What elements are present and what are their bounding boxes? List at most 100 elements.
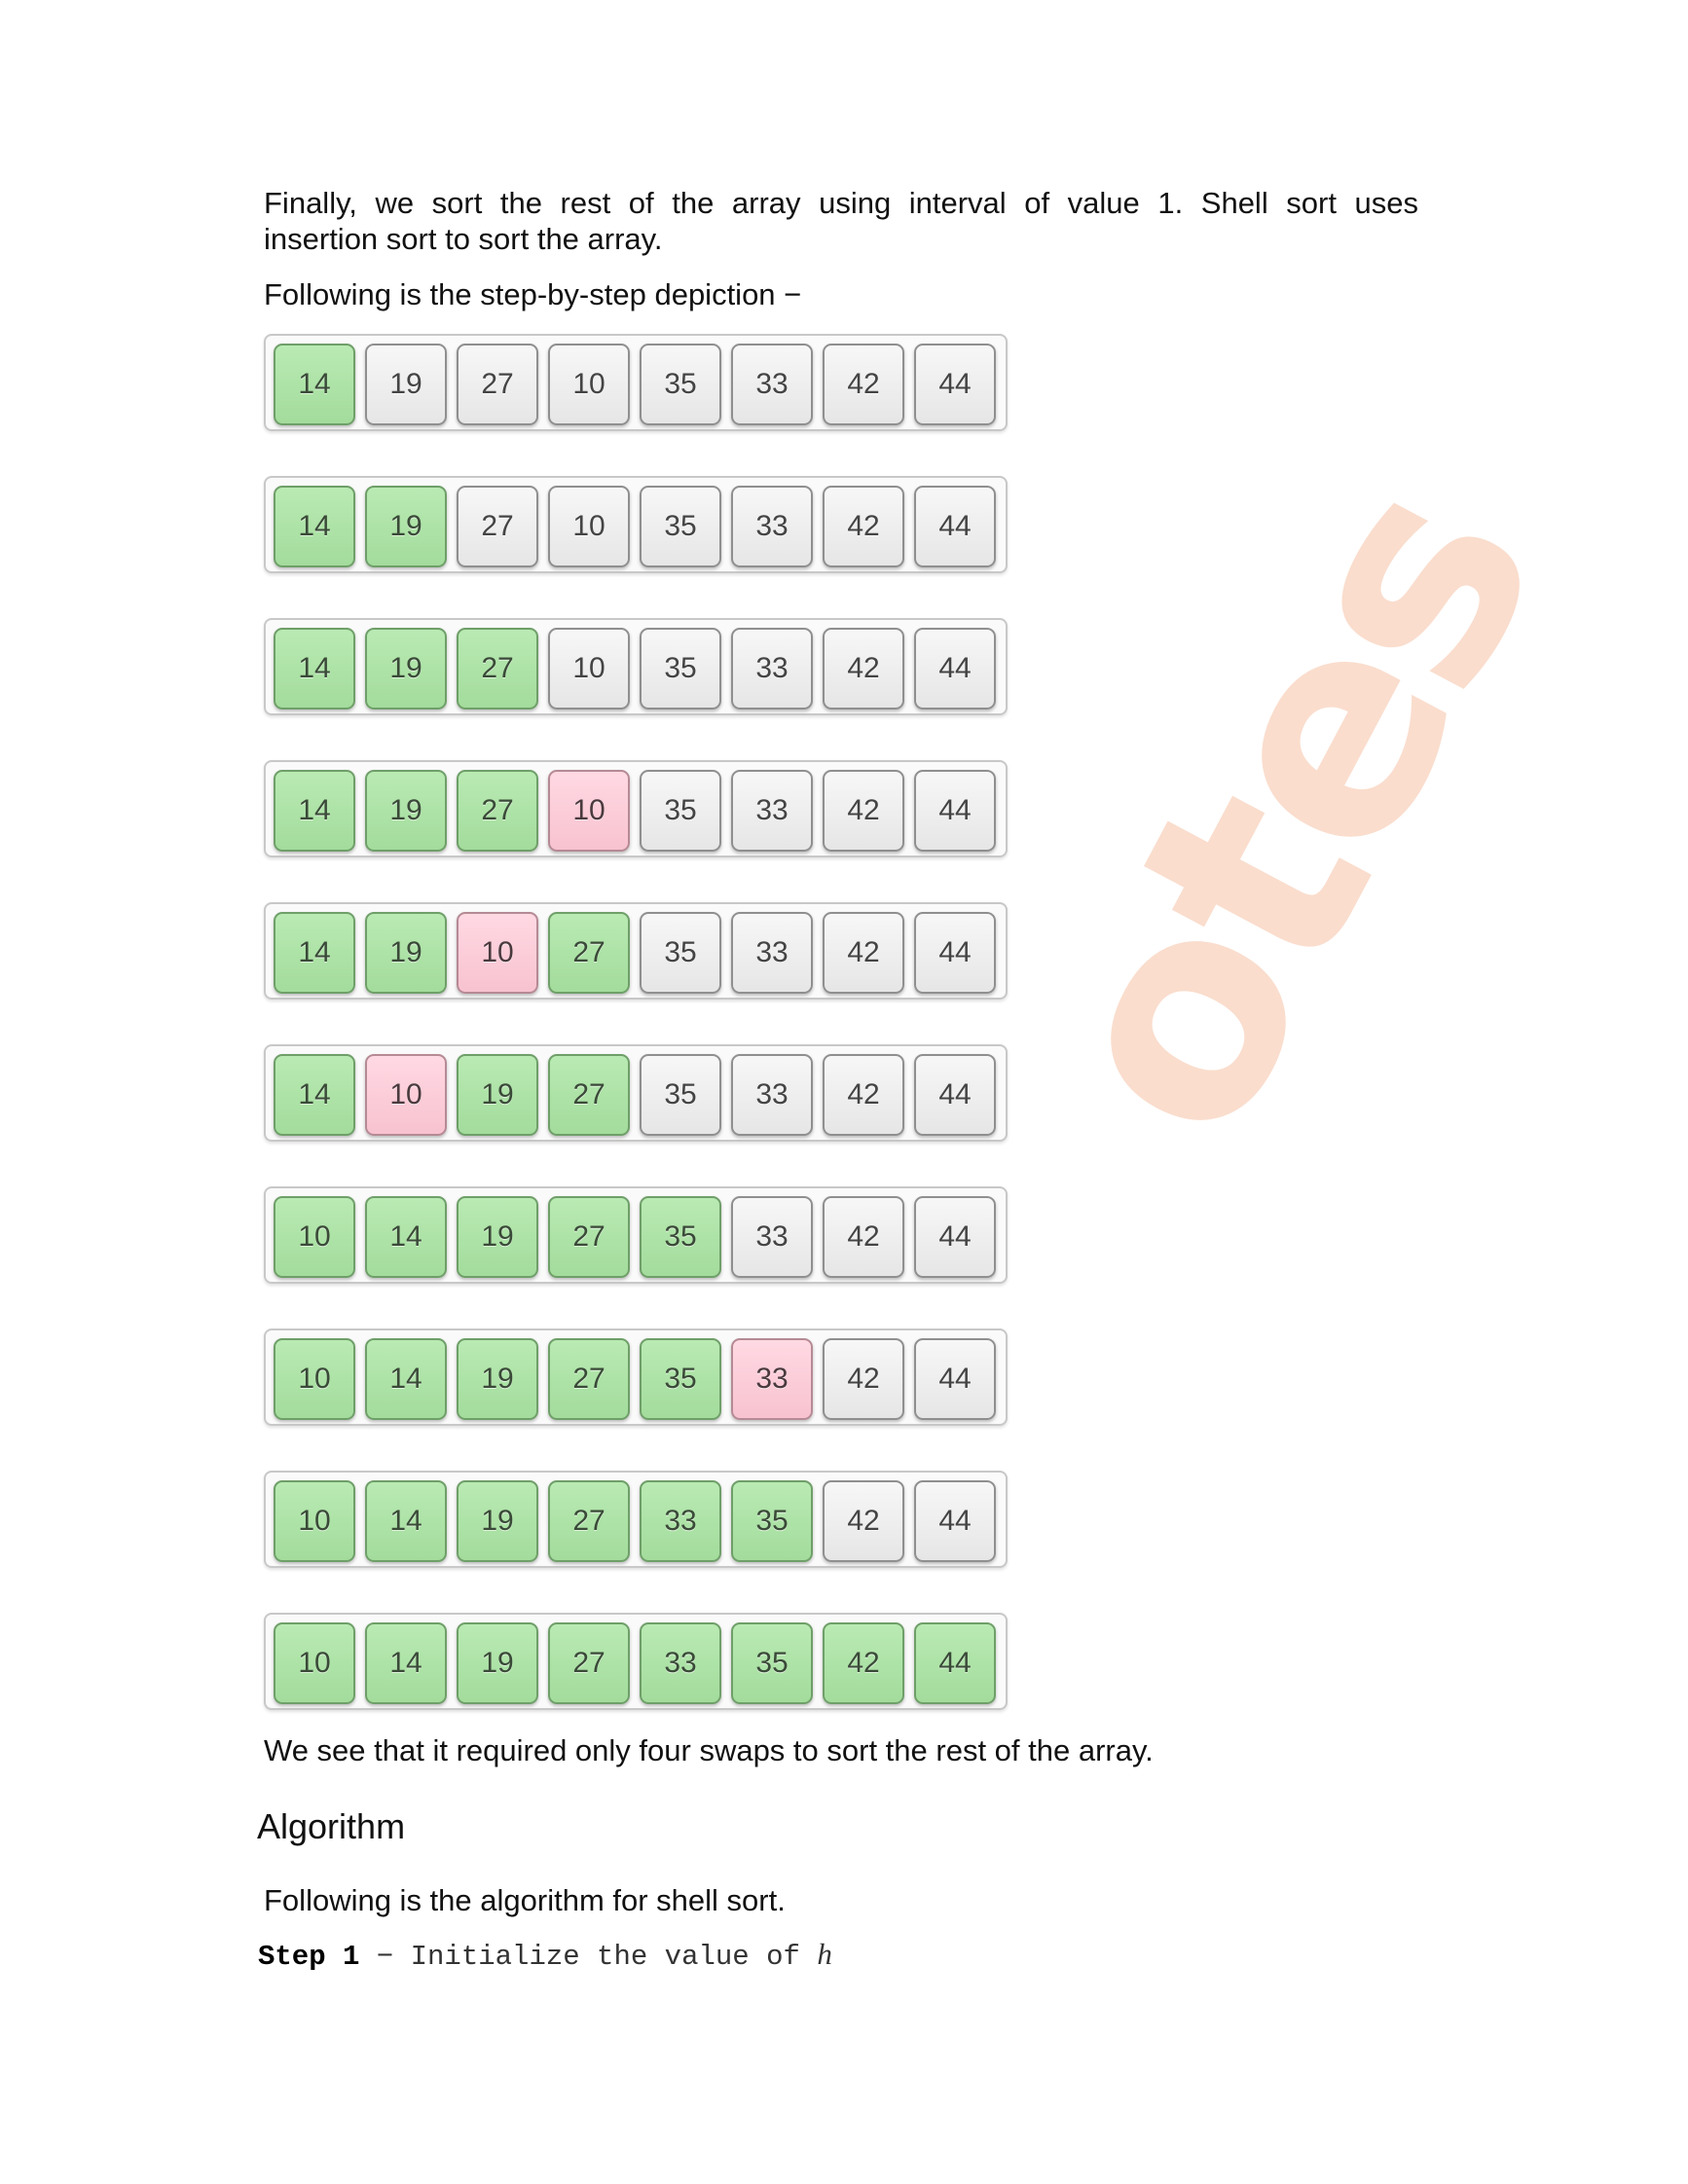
array-cell-unsorted: 35 <box>640 628 721 710</box>
array-cell-unsorted: 42 <box>823 344 904 425</box>
array-cell-unsorted: 33 <box>731 770 813 852</box>
array-cell-sorted: 14 <box>365 1622 447 1704</box>
array-cell-sorted: 10 <box>274 1196 355 1278</box>
array-cell-sorted: 14 <box>274 486 355 567</box>
array-cell-sorted: 14 <box>274 770 355 852</box>
array-cell-sorted: 27 <box>548 1480 630 1562</box>
array-cell-unsorted: 42 <box>823 1196 904 1278</box>
array-cell-sorted: 27 <box>548 912 630 994</box>
array-cell-sorted: 33 <box>640 1622 721 1704</box>
array-cell-sorted: 19 <box>365 628 447 710</box>
step-variable: h <box>817 1937 832 1971</box>
array-cell-unsorted: 42 <box>823 628 904 710</box>
array-cell-unsorted: 44 <box>914 1480 996 1562</box>
swaps-note: We see that it required only four swaps … <box>264 1733 1154 1767</box>
array-cell-sorted: 27 <box>457 770 538 852</box>
array-cell-unsorted: 44 <box>914 1338 996 1420</box>
array-cell-current: 10 <box>365 1054 447 1136</box>
array-cell-unsorted: 44 <box>914 912 996 994</box>
array-cell-unsorted: 19 <box>365 344 447 425</box>
array-cell-sorted: 35 <box>731 1480 813 1562</box>
array-cell-unsorted: 10 <box>548 486 630 567</box>
array-cell-sorted: 27 <box>548 1196 630 1278</box>
array-cell-sorted: 35 <box>731 1622 813 1704</box>
array-cell-unsorted: 44 <box>914 1054 996 1136</box>
array-cell-unsorted: 42 <box>823 486 904 567</box>
array-cell-sorted: 14 <box>274 912 355 994</box>
array-cell-unsorted: 27 <box>457 344 538 425</box>
array-cell-sorted: 10 <box>274 1622 355 1704</box>
array-cell-unsorted: 35 <box>640 486 721 567</box>
array-cell-sorted: 10 <box>274 1338 355 1420</box>
array-cell-unsorted: 42 <box>823 912 904 994</box>
array-cell-sorted: 10 <box>274 1480 355 1562</box>
array-cell-sorted: 14 <box>274 628 355 710</box>
array-cell-sorted: 19 <box>365 770 447 852</box>
array-cell-sorted: 44 <box>914 1622 996 1704</box>
array-cell-unsorted: 33 <box>731 1196 813 1278</box>
array-cell-sorted: 19 <box>365 486 447 567</box>
array-cell-current: 10 <box>548 770 630 852</box>
array-cell-sorted: 35 <box>640 1338 721 1420</box>
array-cell-sorted: 14 <box>365 1196 447 1278</box>
array-cell-sorted: 19 <box>457 1054 538 1136</box>
array-cell-sorted: 27 <box>548 1622 630 1704</box>
array-cell-sorted: 19 <box>457 1338 538 1420</box>
array-cell-unsorted: 44 <box>914 628 996 710</box>
step-label: Step 1 <box>258 1941 360 1973</box>
array-cell-unsorted: 42 <box>823 1054 904 1136</box>
array-cell-unsorted: 27 <box>457 486 538 567</box>
array-cell-unsorted: 10 <box>548 344 630 425</box>
array-cell-sorted: 19 <box>457 1622 538 1704</box>
array-cell-unsorted: 44 <box>914 770 996 852</box>
array-cell-unsorted: 42 <box>823 770 904 852</box>
array-cell-unsorted: 33 <box>731 912 813 994</box>
array-cell-sorted: 33 <box>640 1480 721 1562</box>
array-cell-unsorted: 44 <box>914 1196 996 1278</box>
array-cell-unsorted: 33 <box>731 1054 813 1136</box>
array-cell-current: 33 <box>731 1338 813 1420</box>
array-cell-sorted: 14 <box>274 344 355 425</box>
array-cell-unsorted: 33 <box>731 344 813 425</box>
array-cell-sorted: 27 <box>548 1338 630 1420</box>
array-cell-unsorted: 35 <box>640 1054 721 1136</box>
array-cell-sorted: 19 <box>457 1480 538 1562</box>
array-cell-unsorted: 42 <box>823 1338 904 1420</box>
intro-paragraph-line-2: insertion sort to sort the array. <box>264 222 663 256</box>
array-cell-unsorted: 44 <box>914 486 996 567</box>
array-cell-sorted: 27 <box>457 628 538 710</box>
algorithm-heading: Algorithm <box>257 1806 406 1846</box>
array-cell-sorted: 14 <box>365 1480 447 1562</box>
array-cell-unsorted: 33 <box>731 628 813 710</box>
array-cell-sorted: 19 <box>365 912 447 994</box>
array-cell-current: 10 <box>457 912 538 994</box>
array-cell-unsorted: 44 <box>914 344 996 425</box>
array-cell-sorted: 42 <box>823 1622 904 1704</box>
array-cell-unsorted: 10 <box>548 628 630 710</box>
array-cell-sorted: 35 <box>640 1196 721 1278</box>
array-cell-sorted: 27 <box>548 1054 630 1136</box>
intro-paragraph-line-1: Finally, we sort the rest of the array u… <box>264 186 1418 220</box>
array-cell-sorted: 19 <box>457 1196 538 1278</box>
array-cell-sorted: 14 <box>365 1338 447 1420</box>
algorithm-intro: Following is the algorithm for shell sor… <box>264 1883 786 1917</box>
array-cell-unsorted: 35 <box>640 770 721 852</box>
depiction-intro: Following is the step-by-step depiction … <box>264 277 802 311</box>
array-cell-sorted: 14 <box>274 1054 355 1136</box>
array-cell-unsorted: 42 <box>823 1480 904 1562</box>
array-cell-unsorted: 35 <box>640 344 721 425</box>
watermark: otes <box>982 435 1599 1189</box>
array-cell-unsorted: 35 <box>640 912 721 994</box>
algorithm-step-1: Step 1 − Initialize the value of h <box>258 1937 832 1975</box>
